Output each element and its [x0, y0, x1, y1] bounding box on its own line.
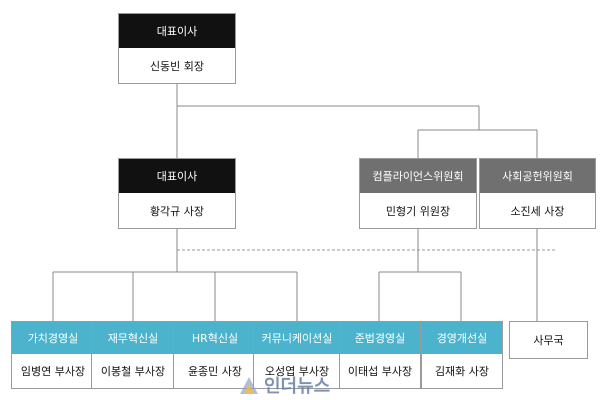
- node-person: 오성엽 부사장: [254, 354, 340, 388]
- node-ceo-shin: 대표이사 신동빈 회장: [118, 13, 236, 84]
- node-person: 신동빈 회장: [119, 48, 235, 83]
- node-hr-innovation: HR혁신실 윤종민 사장: [173, 321, 257, 389]
- node-compliance-management: 준법경영실 이태섭 부사장: [339, 321, 421, 389]
- node-compliance-committee: 컴플라이언스위원회 민형기 위원장: [359, 158, 477, 229]
- node-title: 대표이사: [119, 14, 235, 48]
- node-title: 커뮤니케이션실: [254, 322, 340, 354]
- node-person: 민형기 위원장: [360, 193, 476, 228]
- node-title: HR혁신실: [174, 322, 256, 354]
- node-title: 사무국: [533, 334, 564, 347]
- node-person: 이태섭 부사장: [340, 354, 420, 388]
- watermark-logo: 인더뉴스: [238, 371, 378, 399]
- node-person: 소진세 사장: [480, 193, 595, 228]
- node-secretariat: 사무국: [509, 321, 588, 359]
- node-title: 대표이사: [119, 159, 235, 193]
- node-person: 이봉철 부사장: [92, 354, 174, 388]
- node-communication: 커뮤니케이션실 오성엽 부사장: [253, 321, 341, 389]
- node-person: 윤종민 사장: [174, 354, 256, 388]
- node-csr-committee: 사회공헌위원회 소진세 사장: [479, 158, 596, 229]
- node-person: 김재화 사장: [422, 354, 502, 388]
- node-management-improvement: 경영개선실 김재화 사장: [421, 321, 503, 389]
- node-ceo-hwang: 대표이사 황각규 사장: [118, 158, 236, 229]
- node-title: 재무혁신실: [92, 322, 174, 354]
- node-person: 임병연 부사장: [12, 354, 94, 388]
- node-title: 경영개선실: [422, 322, 502, 354]
- node-title: 사회공헌위원회: [480, 159, 595, 193]
- node-title: 준법경영실: [340, 322, 420, 354]
- watermark-text: 인더뉴스: [264, 376, 331, 397]
- logo-mark-icon: [240, 377, 258, 394]
- node-finance-innovation: 재무혁신실 이봉철 부사장: [91, 321, 175, 389]
- node-title: 가치경영실: [12, 322, 94, 354]
- node-title: 컴플라이언스위원회: [360, 159, 476, 193]
- node-person: 황각규 사장: [119, 193, 235, 228]
- node-value-management: 가치경영실 임병연 부사장: [11, 321, 95, 389]
